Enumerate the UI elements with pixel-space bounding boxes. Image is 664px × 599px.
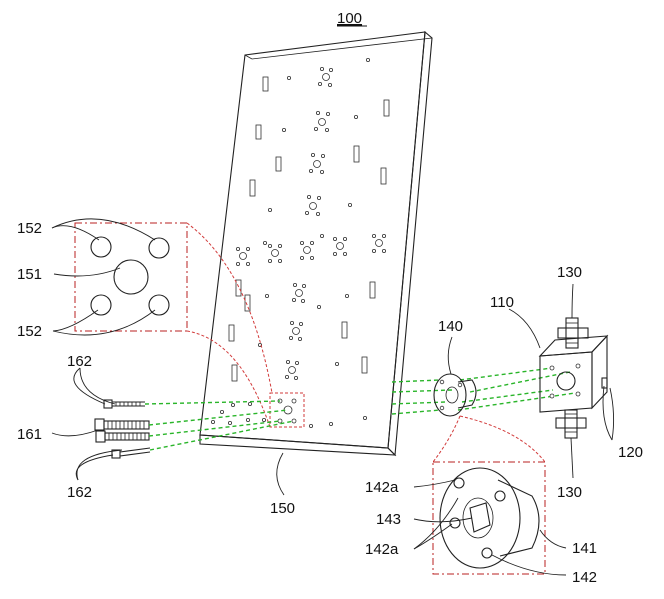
flange-part bbox=[433, 373, 477, 417]
top-clamp bbox=[557, 317, 589, 349]
label-clamp-top: 130 bbox=[557, 264, 582, 281]
label-flange-slot: 143 bbox=[376, 511, 401, 528]
label-clamp-bottom: 130 bbox=[557, 484, 582, 501]
block-part bbox=[538, 334, 609, 413]
label-screw-lower: 162 bbox=[67, 484, 92, 501]
label-flange-body: 141 bbox=[572, 540, 597, 557]
flange-detail-view bbox=[432, 415, 546, 575]
screw-axis-lines bbox=[144, 400, 295, 451]
label-hole-outer-bottom: 152 bbox=[17, 323, 42, 340]
hole-detail-view bbox=[74, 222, 188, 332]
plate-slots bbox=[228, 76, 390, 382]
label-block: 110 bbox=[490, 294, 514, 311]
label-assembly: 100 bbox=[337, 10, 362, 27]
label-plate: 150 bbox=[270, 500, 295, 517]
label-flange: 140 bbox=[438, 318, 463, 335]
label-screw-center: 161 bbox=[17, 426, 42, 443]
plate-hole-clusters bbox=[235, 67, 386, 380]
label-flange-hole-top: 142a bbox=[365, 479, 399, 496]
label-block-side: 120 bbox=[618, 444, 643, 461]
label-flange-hole-bottom: 142a bbox=[365, 541, 399, 558]
label-screw-upper: 162 bbox=[67, 353, 92, 370]
plate-small-holes bbox=[210, 58, 370, 428]
label-hole-center: 151 bbox=[17, 266, 42, 283]
bottom-clamp bbox=[555, 409, 587, 439]
assembly-axis-lines bbox=[391, 367, 576, 415]
reference-labels: 100 150 152 151 152 162 161 162 140 110 … bbox=[17, 10, 643, 586]
detail-projection-lines bbox=[186, 222, 273, 428]
screws bbox=[94, 399, 151, 459]
mounting-plate bbox=[199, 30, 433, 457]
leader-lines bbox=[51, 218, 615, 576]
label-flange-plate: 142 bbox=[572, 569, 597, 586]
label-hole-outer-top: 152 bbox=[17, 220, 42, 237]
